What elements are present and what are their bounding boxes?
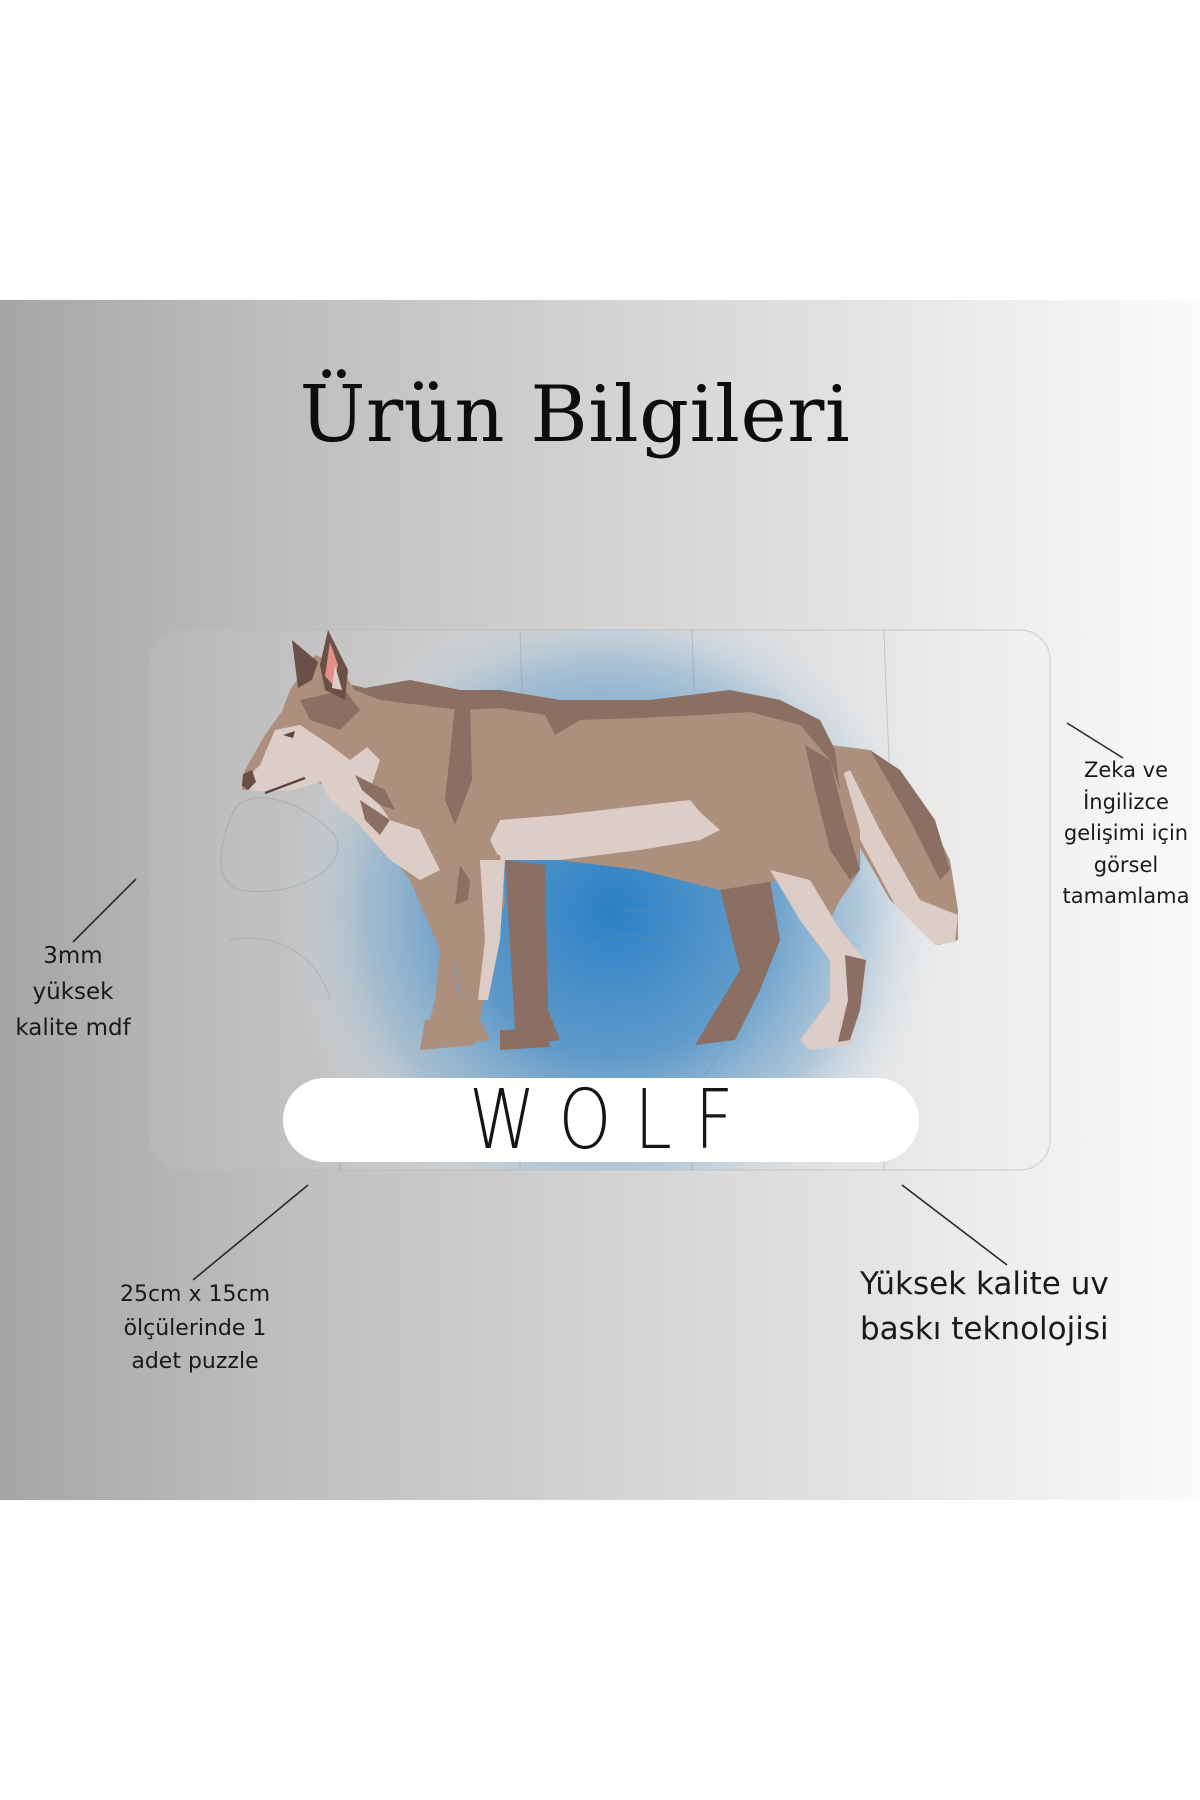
callout-line: yüksek	[32, 979, 114, 1005]
word-plate: WOLF	[283, 1073, 919, 1168]
callout-line-print	[901, 1184, 1008, 1266]
callout-line: kalite mdf	[15, 1015, 131, 1041]
callout-line: Zeka ve	[1084, 758, 1168, 782]
callout-print: Yüksek kalite uv baskı teknolojisi	[860, 1262, 1160, 1352]
callout-line-size	[192, 1184, 309, 1281]
callout-line: 25cm x 15cm	[119, 1282, 271, 1307]
callout-size: 25cm x 15cm ölçülerinde 1 adet puzzle	[95, 1278, 295, 1379]
page-title: Ürün Bilgileri	[299, 370, 851, 460]
callout-line: görsel	[1093, 852, 1159, 877]
callout-line: adet puzzle	[131, 1349, 259, 1374]
wolf-illustration	[242, 630, 958, 1050]
callout-line: baskı teknolojisi	[860, 1311, 1109, 1347]
callout-line: gelişimi için	[1063, 821, 1189, 845]
callout-material: 3mm yüksek kalite mdf	[0, 938, 146, 1046]
callout-line-material	[72, 878, 137, 943]
callout-line: tamamlama	[1062, 884, 1190, 908]
callout-line: 3mm	[43, 943, 103, 969]
callout-line: İngilizce	[1083, 789, 1169, 814]
callout-line: ölçülerinde 1	[123, 1315, 267, 1341]
callout-development: Zeka ve İngilizce gelişimi için görsel t…	[1052, 755, 1200, 913]
puzzle-word: WOLF	[468, 1072, 757, 1168]
callout-line-development	[1066, 722, 1124, 759]
callout-lines	[72, 722, 1124, 1281]
callout-line: Yüksek kalite uv	[860, 1266, 1109, 1302]
